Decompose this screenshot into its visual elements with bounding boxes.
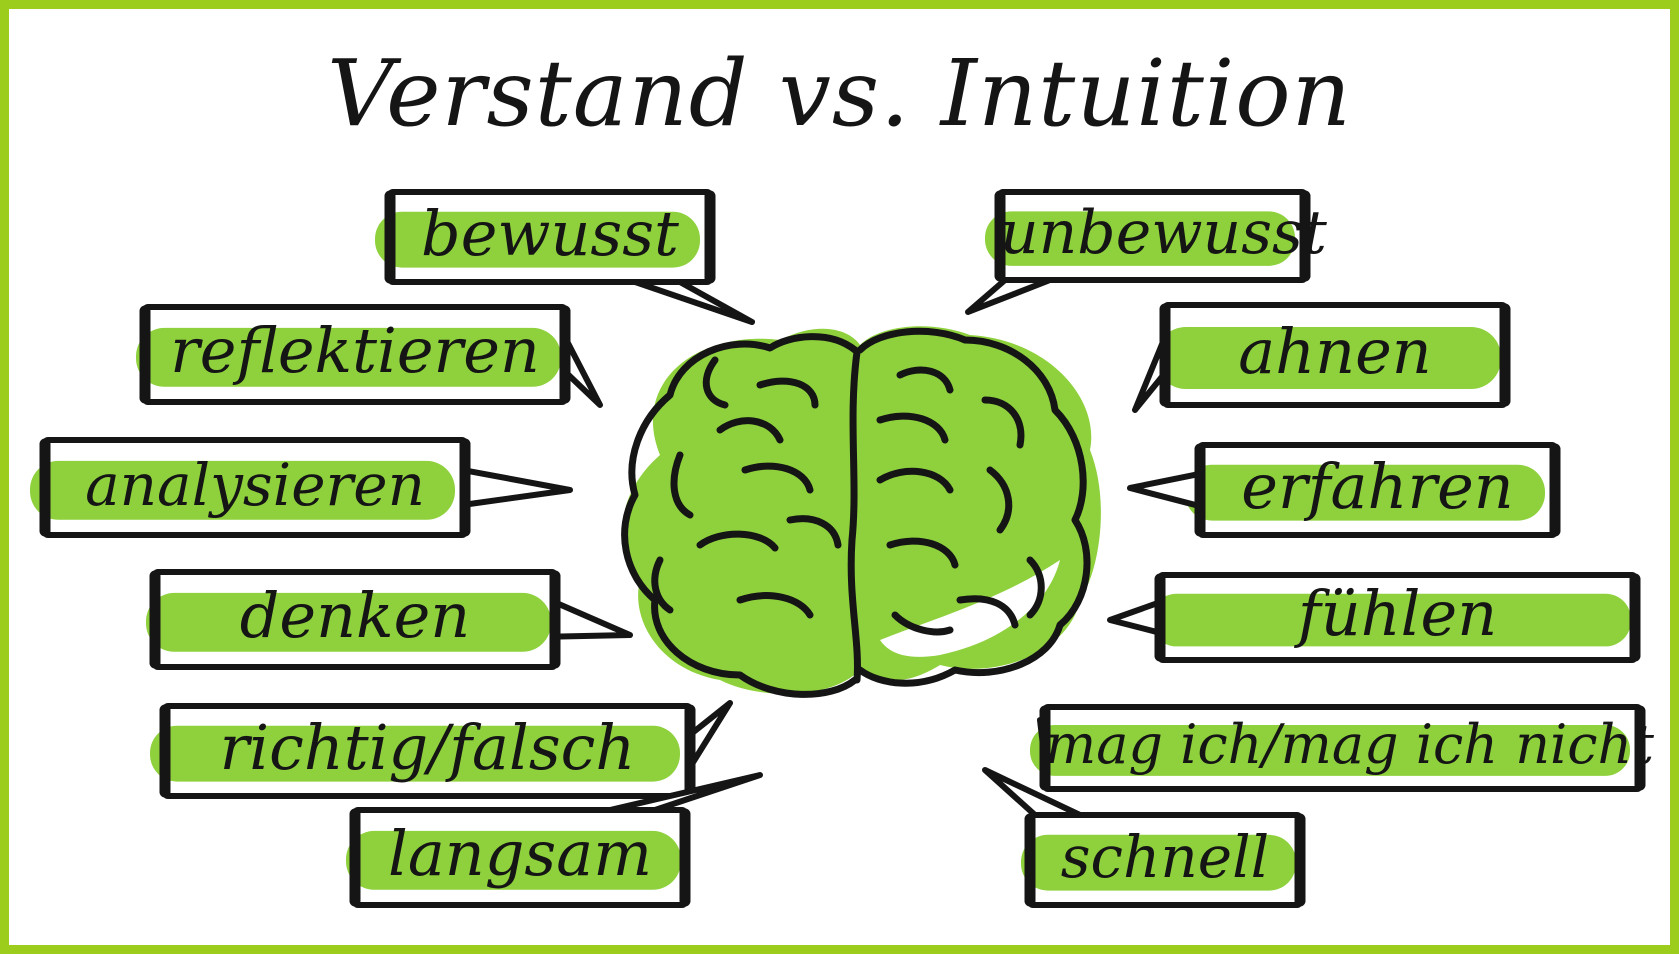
term-label-reflektieren: reflektieren bbox=[170, 314, 540, 388]
speech-bubble-bewusst bbox=[375, 189, 755, 325]
speech-bubble-mag-ich-mag-ich-nicht bbox=[1030, 704, 1646, 792]
bubble-pointer bbox=[609, 772, 763, 813]
highlight-mark bbox=[375, 211, 700, 268]
bubble-pointer bbox=[982, 767, 1082, 818]
highlight-mark bbox=[985, 211, 1295, 266]
highlight-mark bbox=[1030, 725, 1630, 776]
brain-icon bbox=[621, 326, 1101, 698]
page-title: Verstand vs. Intuition bbox=[327, 40, 1352, 147]
bubble-pointer bbox=[634, 279, 755, 325]
term-label-schnell: schnell bbox=[1060, 823, 1270, 892]
bubble-pointer bbox=[562, 336, 603, 408]
highlight-mark bbox=[30, 460, 455, 520]
speech-bubble-reflektieren bbox=[136, 304, 603, 408]
term-label-analysieren: analysieren bbox=[85, 450, 425, 519]
term-label-ahnen: ahnen bbox=[1238, 314, 1432, 388]
term-label-langsam: langsam bbox=[388, 817, 652, 891]
bubble-pointer bbox=[1107, 599, 1162, 636]
speech-bubble-unbewusst bbox=[965, 189, 1311, 315]
speech-bubble-fuehlen bbox=[1107, 572, 1641, 663]
term-label-bewusst: bewusst bbox=[421, 196, 679, 270]
speech-bubble-ahnen bbox=[1132, 302, 1511, 413]
highlight-mark bbox=[150, 725, 680, 782]
bubble-pointer bbox=[687, 700, 733, 769]
term-label-unbewusst: unbewusst bbox=[1000, 198, 1327, 268]
bubble-pointer bbox=[553, 599, 633, 640]
highlight-mark bbox=[1151, 593, 1631, 647]
highlight-mark bbox=[1185, 464, 1545, 521]
bubble-pointer bbox=[1132, 335, 1168, 413]
speech-bubble-erfahren bbox=[1127, 442, 1561, 538]
highlight-mark bbox=[146, 592, 551, 652]
term-label-denken: denken bbox=[239, 579, 471, 653]
term-label-fuehlen: fühlen bbox=[1297, 577, 1498, 651]
highlight-mark bbox=[1021, 834, 1296, 891]
speech-bubble-langsam bbox=[346, 772, 763, 908]
highlight-mark bbox=[136, 327, 561, 387]
speech-bubble-denken bbox=[146, 569, 633, 670]
highlight-mark bbox=[1156, 327, 1501, 389]
term-label-richtig-falsch: richtig/falsch bbox=[219, 710, 636, 784]
bubble-pointer bbox=[965, 277, 1052, 315]
speech-bubble-schnell bbox=[982, 767, 1306, 908]
term-label-erfahren: erfahren bbox=[1241, 449, 1514, 523]
speech-bubbles bbox=[30, 189, 1646, 908]
bubble-pointer bbox=[1127, 470, 1201, 510]
highlight-mark bbox=[346, 830, 681, 890]
speech-bubble-richtig-falsch bbox=[150, 700, 733, 799]
term-label-mag-ich-mag-ich-nicht: mag ich/mag ich nicht bbox=[1045, 713, 1654, 777]
bubble-pointer bbox=[464, 467, 573, 508]
speech-bubble-analysieren bbox=[30, 437, 573, 538]
